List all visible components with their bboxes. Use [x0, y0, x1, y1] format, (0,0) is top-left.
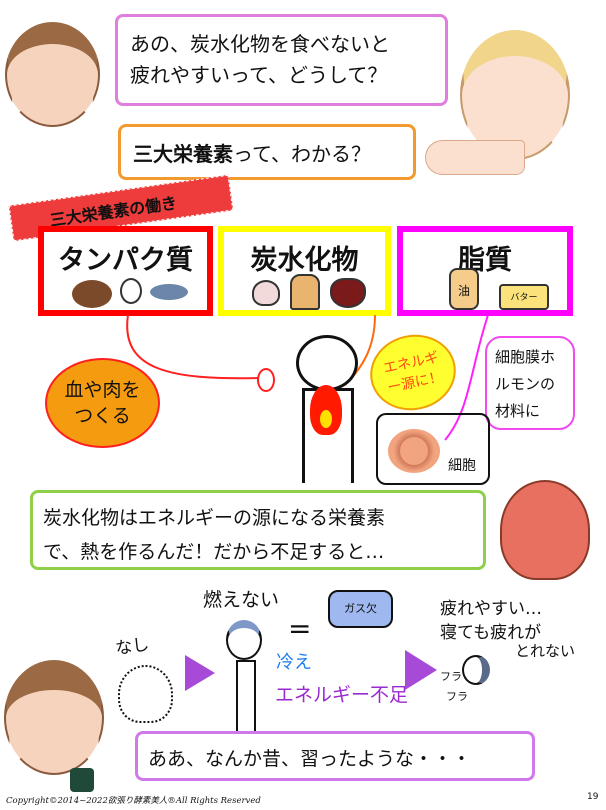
carb-box: 炭水化物	[218, 226, 391, 316]
protein-box: タンパク質	[38, 226, 213, 316]
protein-role-bubble: 血や肉をつくる	[45, 358, 160, 448]
fish-icon	[150, 284, 188, 300]
none-label: なし	[114, 634, 151, 660]
answer-bold: 三大栄養素	[133, 142, 233, 166]
advisor-hand	[425, 140, 525, 175]
equals-sign: =	[288, 612, 312, 645]
empty-gas-car: ガス欠	[328, 590, 393, 628]
tired-line-1: 疲れやすい…	[440, 599, 542, 619]
question-line-1: あの、炭水化物を食べないと	[130, 32, 390, 56]
cold-person-body	[236, 660, 256, 740]
explain-bubble: 炭水化物はエネルギーの源になる栄養素 で、熱を作るんだ！だから不足すると…	[30, 490, 486, 570]
answer-bubble: 三大栄養素って、わかる？	[118, 124, 416, 180]
woman-avatar-bottom	[4, 660, 104, 775]
egg-icon	[120, 278, 142, 304]
noodle-bowl-icon	[330, 278, 366, 308]
stick-figure-head	[296, 335, 358, 391]
cells-icon	[388, 429, 440, 473]
meat-icon	[72, 280, 112, 308]
tired-line-2: 寝ても疲れが	[440, 623, 542, 643]
fat-role-bubble: 細胞膜ホルモンの材料に	[485, 336, 575, 430]
fat-box: 脂質 油 バター	[397, 226, 573, 316]
rice-ball-in-hand	[70, 768, 94, 792]
cold-label: 冷え	[276, 652, 312, 673]
fat-role-text: 細胞膜ホルモンの材料に	[495, 348, 556, 420]
protein-title: タンパク質	[58, 245, 193, 276]
copyright-text: Copyright©2014~2022欲張り酵素美人®All Rights Re…	[6, 796, 261, 806]
oil-bottle-icon: 油	[449, 268, 479, 310]
carb-title: 炭水化物	[250, 245, 359, 276]
arrow-right-icon-2	[405, 650, 437, 690]
explain-line-2: で、熱を作るんだ！だから不足すると…	[43, 541, 385, 563]
question-line-2: 疲れやすいって、どうして？	[130, 63, 388, 87]
bread-icon	[290, 274, 320, 310]
tired-line-3: とれない	[515, 642, 576, 660]
cells-box: 細胞	[376, 413, 490, 485]
energy-lack-label: エネルギー不足	[275, 684, 409, 706]
thumbs-up-circle	[257, 368, 275, 392]
fat-title: 脂質	[458, 245, 512, 276]
cell-label: 細胞	[448, 458, 476, 474]
ribbon-title: 三大栄養素の働き	[48, 193, 179, 230]
tired-person-head	[462, 655, 490, 685]
carb-role-text: エネルギー源に！	[381, 349, 445, 396]
protein-role-text: 血や肉をつくる	[64, 379, 141, 427]
carb-mascot	[500, 480, 590, 580]
fura-label-1: フラ	[440, 670, 462, 683]
reply-bubble: ああ、なんか昔、習ったような・・・	[135, 731, 535, 781]
rice-icon	[252, 280, 280, 306]
arrow-right-icon	[185, 655, 215, 691]
reply-text: ああ、なんか昔、習ったような・・・	[148, 748, 472, 770]
woman-avatar-top	[5, 22, 100, 127]
fire-inner-icon	[320, 410, 332, 428]
answer-text: って、わかる？	[233, 142, 371, 166]
page-number: 19	[587, 792, 599, 802]
butter-icon: バター	[499, 284, 549, 310]
explain-line-1: 炭水化物はエネルギーの源になる栄養素	[43, 507, 386, 529]
cold-person-head	[226, 620, 262, 660]
fat-arrow	[444, 314, 489, 441]
fura-label-2: フラ	[446, 690, 468, 703]
protein-arrow	[126, 314, 259, 380]
cant-burn-label: 燃えない	[203, 589, 280, 611]
question-bubble: あの、炭水化物を食べないと 疲れやすいって、どうして？	[115, 14, 448, 106]
missing-rice-ball-outline	[118, 665, 173, 723]
